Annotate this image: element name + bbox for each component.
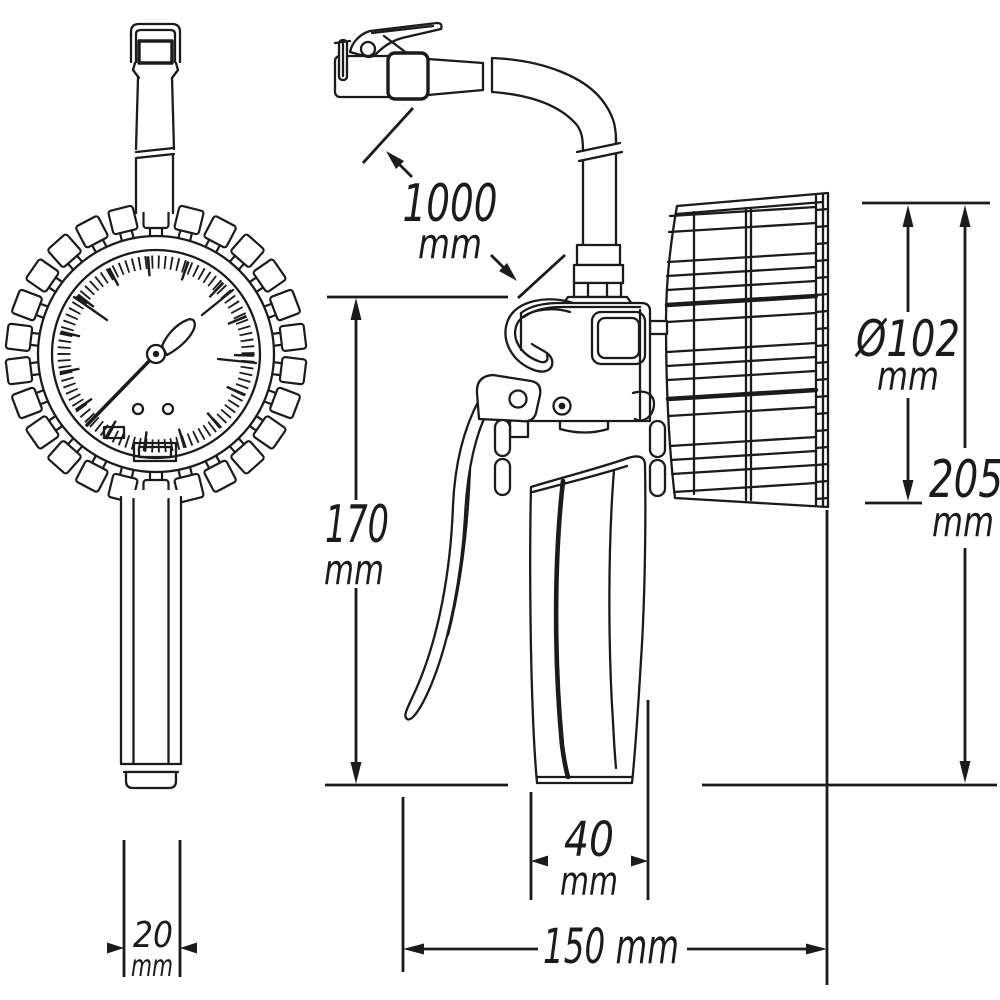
dim-gauge-diameter-unit: mm — [877, 354, 939, 400]
dim-overall-height-unit: mm — [932, 497, 994, 546]
dim-handle-width-unit: mm — [131, 949, 173, 984]
gauge-needle — [85, 318, 196, 427]
gauge-front-view — [4, 22, 308, 790]
dim-grip-depth-value: 40 — [564, 812, 614, 868]
chuck-front — [129, 22, 182, 215]
dim-overall-height-value: 205 — [929, 450, 1000, 510]
air-hose — [426, 56, 634, 306]
trigger — [404, 373, 542, 721]
gauge-handle — [119, 490, 183, 790]
dim-hose-length-unit: mm — [418, 219, 482, 268]
pistol-grip — [529, 455, 647, 785]
pivot-rollers — [493, 418, 667, 498]
gauge-drum — [664, 191, 830, 509]
dim-handle-width-value: 20 — [133, 915, 173, 956]
dim-gauge-diameter-value: Ø102 — [854, 310, 960, 368]
dim-body-height-value: 170 — [325, 495, 389, 555]
inflator-side-view — [333, 21, 830, 785]
gun-body — [519, 301, 669, 434]
hanging-hook — [504, 298, 575, 373]
dim-hose-length-value: 1000 — [403, 174, 498, 234]
dim-overall-length-value: 150 mm — [543, 919, 679, 975]
lever-chuck — [333, 21, 443, 101]
dimension-labels: 1000 mm 170 mm Ø102 mm 205 mm 40 mm 150 … — [131, 174, 1000, 984]
dim-grip-depth-unit: mm — [560, 859, 618, 905]
dimension-lines — [107, 107, 997, 985]
dim-body-height-unit: mm — [324, 545, 384, 594]
gauge-sleeve-teeth — [4, 202, 308, 506]
